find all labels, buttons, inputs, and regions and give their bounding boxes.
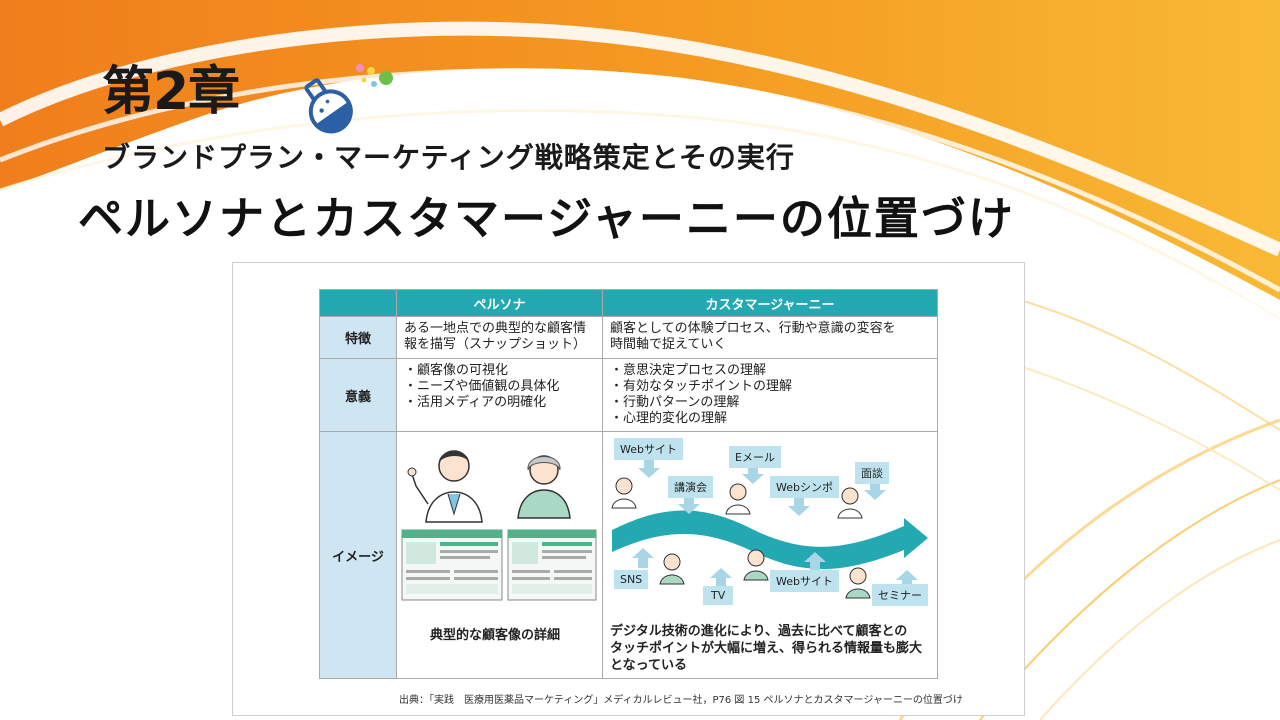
row-label-image: イメージ	[319, 431, 397, 679]
persona-significance: ・顧客像の可視化 ・ニーズや価値観の具体化 ・活用メディアの明確化	[396, 358, 603, 432]
journey-arrow-icon	[612, 510, 928, 570]
col-header-journey: カスタマージャーニー	[602, 289, 938, 317]
tag-sns: SNS	[614, 570, 649, 589]
source-citation: 出典：「実践 医療用医薬品マーケティング」メディカルレビュー社，P76 図 15…	[399, 695, 963, 706]
journey-illustration	[611, 460, 928, 599]
journey-significance: ・意思決定プロセスの理解 ・有効なタッチポイントの理解 ・行動パターンの理解 ・…	[602, 358, 938, 432]
persona-sheet-icon	[507, 529, 597, 601]
persona-sheet-icon	[401, 529, 503, 601]
chapter-number: 第2章	[102, 62, 240, 122]
row-label-features: 特徴	[319, 316, 397, 359]
chapter-subtitle: ブランドプラン・マーケティング戦略策定とその実行	[102, 141, 795, 174]
tag-web-site-2: Webサイト	[770, 570, 839, 592]
persona-features: ある一地点での典型的な顧客情 報を描写（スナップショット）	[396, 316, 603, 359]
tag-meeting: 面談	[855, 462, 889, 484]
journey-features: 顧客としての体験プロセス、行動や意識の変容を 時間軸で捉えていく	[602, 316, 938, 359]
row-label-significance: 意義	[319, 358, 397, 432]
persona-illustration	[401, 450, 597, 601]
tag-email: Eメール	[729, 446, 781, 468]
tag-tv: TV	[703, 586, 734, 605]
up-arrow-icon	[632, 548, 918, 586]
elderly-woman-icon	[517, 455, 571, 519]
down-arrow-icon	[638, 460, 886, 516]
page-title: ペルソナとカスタマージャーニーの位置づけ	[78, 192, 1015, 245]
tag-web-site: Webサイト	[614, 438, 683, 460]
col-header-persona: ペルソナ	[396, 289, 603, 317]
journey-caption: デジタル技術の進化により、過去に比べて顧客との タッチポイントが大幅に増え、得ら…	[610, 624, 923, 673]
header-corner	[319, 289, 397, 317]
doctor-figure-icon	[407, 450, 483, 523]
persona-caption: 典型的な顧客像の詳細	[430, 628, 561, 643]
people-icons	[611, 477, 871, 599]
tag-lecture: 講演会	[668, 476, 713, 498]
tag-web-symposium: Webシンポ	[770, 476, 839, 498]
tag-seminar: セミナー	[872, 584, 928, 606]
flask-icon	[304, 64, 393, 134]
